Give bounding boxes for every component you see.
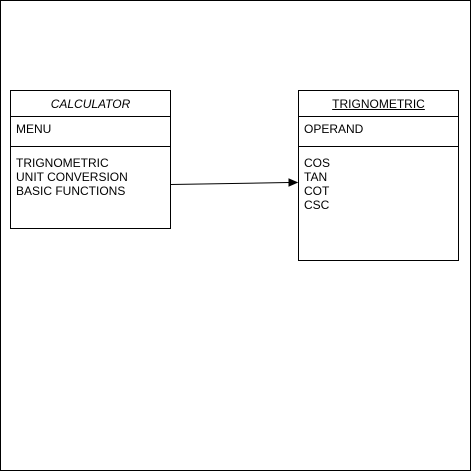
arrow-line [170,182,290,185]
trignometric-method-cos: COS [304,156,331,170]
calculator-class-box: CALCULATOR MENU TRIGNOMETRIC UNIT CONVER… [10,90,171,229]
trignometric-attribute: OPERAND [299,117,458,147]
trignometric-method-tan: TAN [304,170,328,184]
trignometric-method-list: COS TAN COT CSC [299,147,458,212]
trignometric-class-title-text: TRIGNOMETRIC [332,97,425,111]
calculator-attribute: MENU [11,117,170,147]
calculator-class-title: CALCULATOR [11,91,170,117]
trignometric-method-cot: COT [304,184,330,198]
calculator-method-basic-functions: BASIC FUNCTIONS [16,184,126,198]
trignometric-class-title: TRIGNOMETRIC [299,91,458,117]
trignometric-method-csc: CSC [304,198,330,212]
calculator-method-list: TRIGNOMETRIC UNIT CONVERSION BASIC FUNCT… [11,147,170,198]
trignometric-class-box: TRIGNOMETRIC OPERAND COS TAN COT CSC [298,90,459,261]
calculator-method-trignometric: TRIGNOMETRIC [16,156,109,170]
arrowhead-icon [288,178,299,187]
calculator-method-unit-conversion: UNIT CONVERSION [16,170,128,184]
